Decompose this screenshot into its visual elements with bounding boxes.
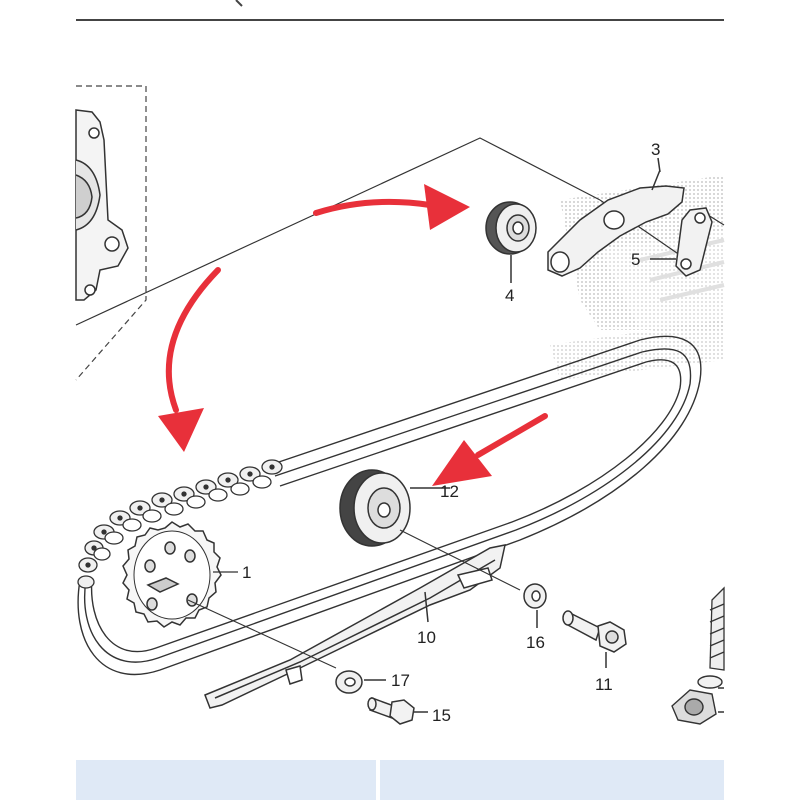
dashed-reference-box <box>75 85 147 381</box>
bolt-leader-lines <box>187 529 521 669</box>
highlight-arrows <box>165 198 548 458</box>
link-plate-5 <box>650 207 713 277</box>
arrow-to-roller-4 <box>313 198 433 216</box>
callout-4: 4 <box>505 286 514 305</box>
tensioner-arm-3 <box>547 157 685 277</box>
bolt-11 <box>562 610 627 668</box>
washer-16 <box>523 583 547 628</box>
guide-roller-4 <box>485 201 537 283</box>
arrowheads <box>158 184 492 486</box>
table-header-cell-right <box>380 760 724 800</box>
arrow-to-roller-12 <box>475 413 548 458</box>
tensioner-spring-fragment <box>709 586 725 671</box>
callout-3: 3 <box>651 140 660 159</box>
bolt-15 <box>367 696 428 725</box>
cam-sprocket <box>122 521 222 628</box>
callout-15: 15 <box>432 706 451 725</box>
guide-roller-12 <box>339 469 450 547</box>
chain-guide-10 <box>204 544 506 709</box>
callout-10: 10 <box>417 628 436 647</box>
camshaft-housing <box>75 109 129 301</box>
callout-17: 17 <box>391 671 410 690</box>
callout-1: 1 <box>242 563 251 582</box>
cam-chain <box>77 335 702 676</box>
chain-links <box>77 459 283 589</box>
callout-16: 16 <box>526 633 545 652</box>
callout-11: 11 <box>595 675 613 694</box>
callout-labels: 1 3 4 5 10 11 12 15 16 17 <box>213 140 660 725</box>
callout-12: 12 <box>440 482 459 501</box>
washer-17 <box>335 670 386 694</box>
arrow-to-chain <box>165 267 221 413</box>
background-shading <box>550 175 725 380</box>
sealing-nut-fragment <box>671 675 724 725</box>
table-header-cell-left <box>76 760 376 800</box>
callout-5: 5 <box>631 250 640 269</box>
